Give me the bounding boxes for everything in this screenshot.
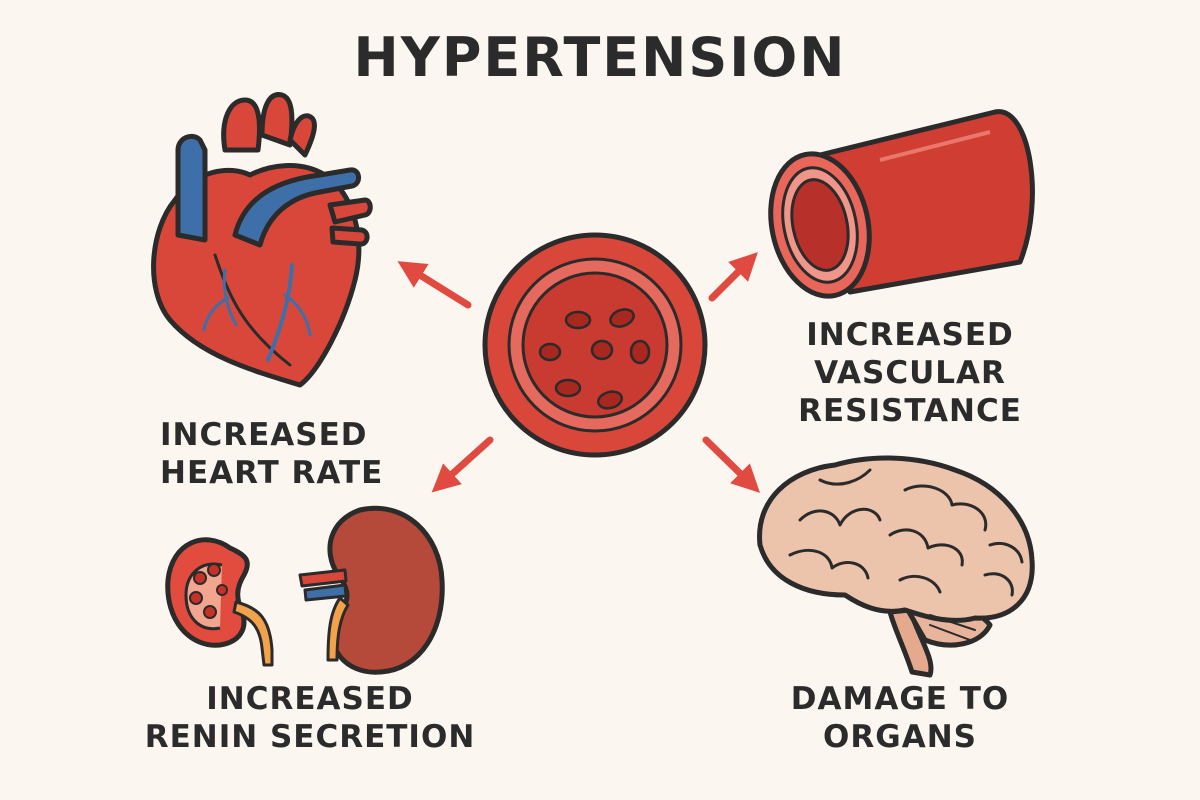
heart-icon [151, 92, 373, 388]
arrow-to-kidney [431, 436, 494, 493]
caption-line: RENIN SECRETION [144, 719, 476, 755]
caption-line: ORGANS [823, 719, 977, 755]
brain-icon [757, 455, 1035, 678]
caption-line: HEART RATE [160, 455, 384, 491]
arrow-to-heart [397, 261, 472, 309]
caption-line: DAMAGE TO [790, 681, 1010, 717]
caption-damage-to-organs: DAMAGE TO ORGANS [760, 680, 1040, 756]
arrows [397, 252, 761, 493]
arrow-to-organs [702, 436, 761, 493]
caption-line: INCREASED [206, 681, 414, 717]
blood-vessel-cross-section-icon [482, 232, 708, 458]
caption-line: INCREASED [160, 417, 368, 453]
page-title: HYPERTENSION [353, 26, 847, 89]
arrow-to-vessel [708, 252, 758, 302]
kidney-icon [165, 505, 445, 675]
caption-increased-vascular-resistance: INCREASED VASCULAR RESISTANCE [780, 316, 1040, 430]
blood-vessel-icon [768, 109, 1035, 299]
caption-line: VASCULAR [814, 355, 1006, 391]
caption-increased-heart-rate: INCREASED HEART RATE [160, 416, 384, 492]
caption-increased-renin-secretion: INCREASED RENIN SECRETION [140, 680, 480, 756]
caption-line: INCREASED [806, 317, 1014, 353]
caption-line: RESISTANCE [798, 393, 1022, 429]
